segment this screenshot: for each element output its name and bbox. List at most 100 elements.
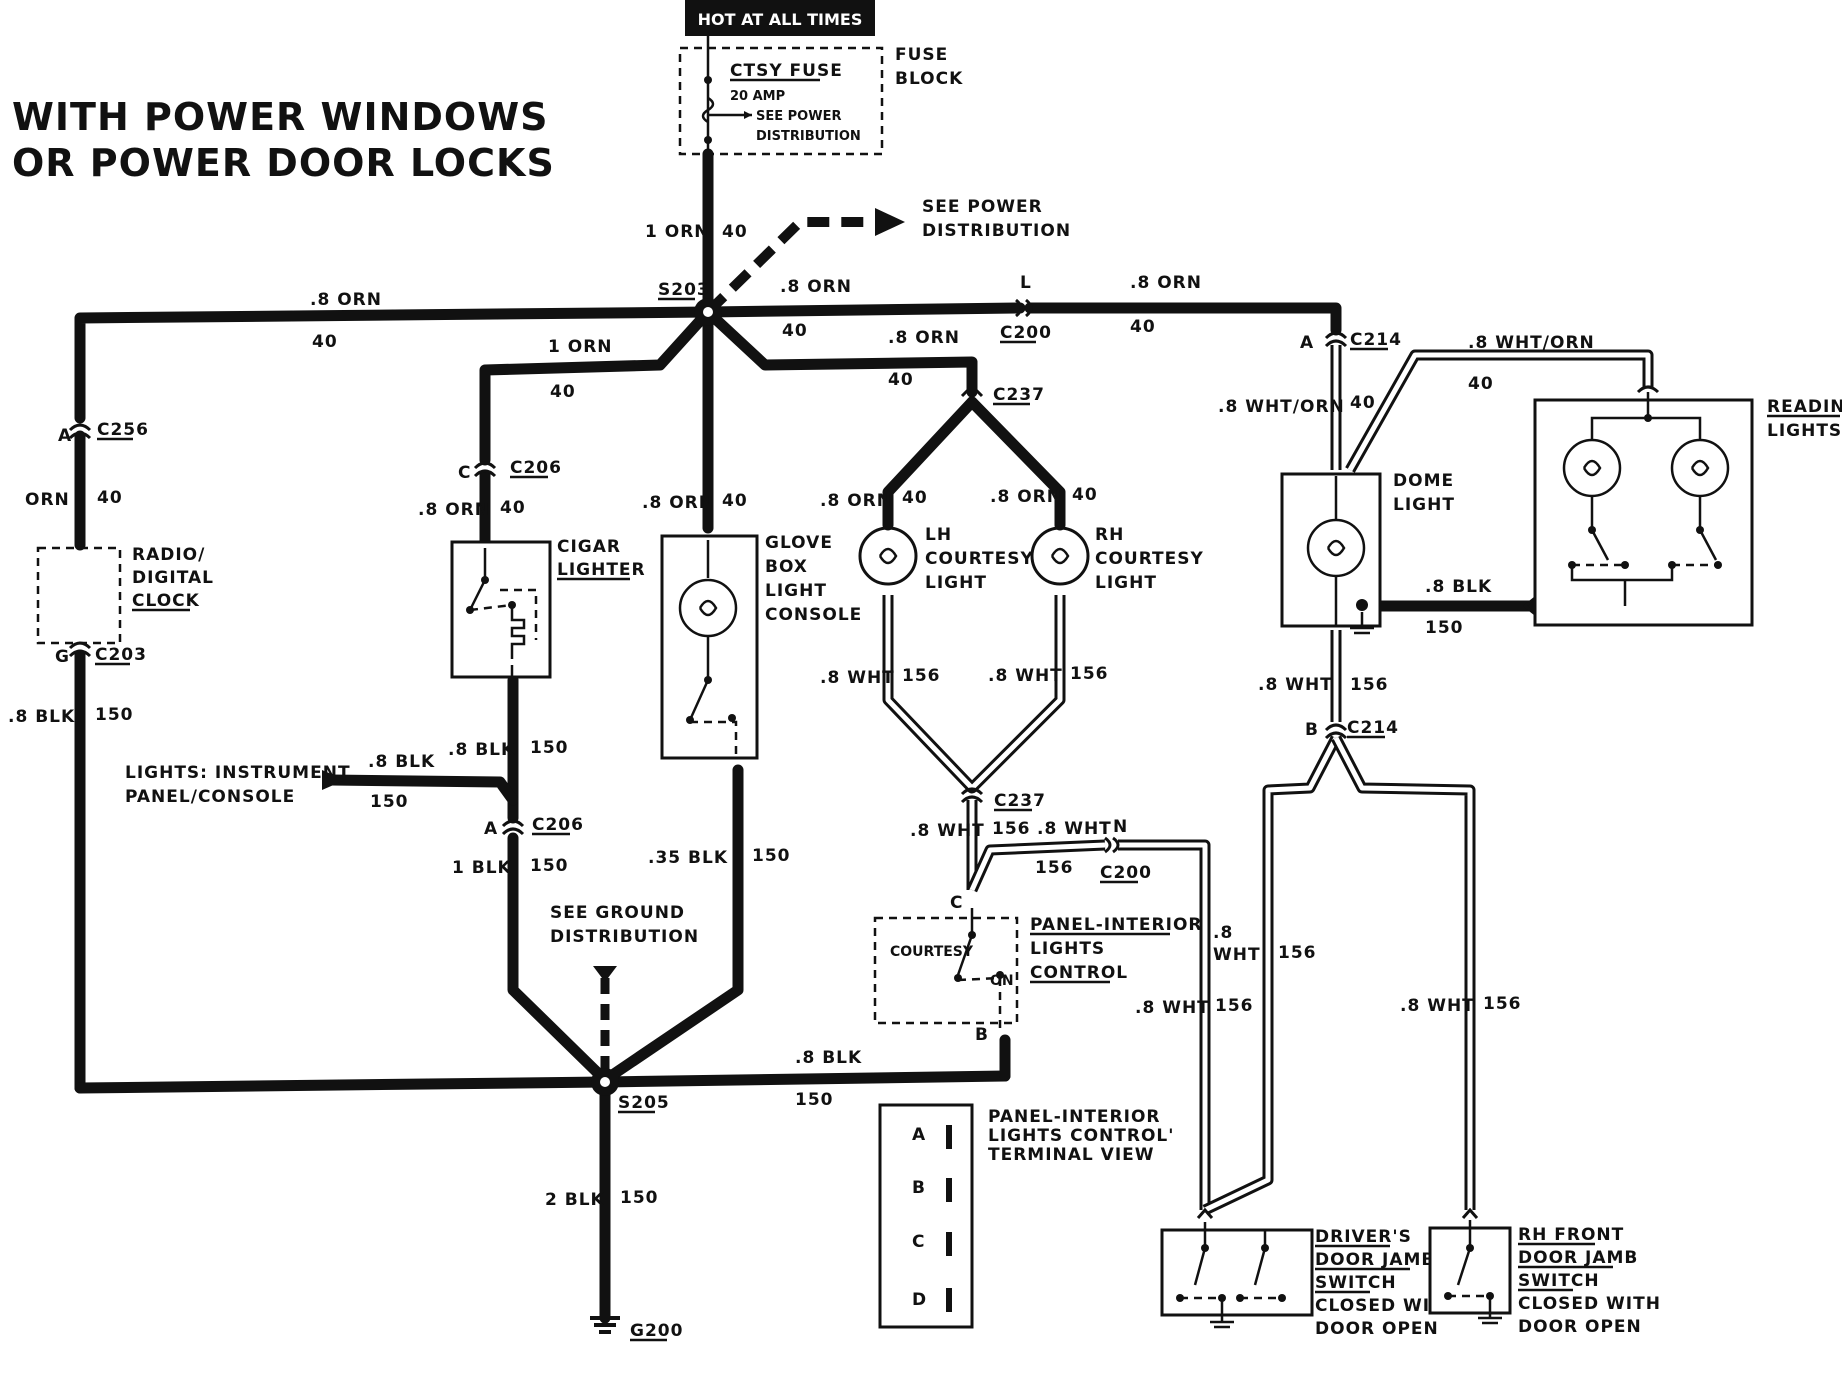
svg-text:.8 ORN: .8 ORN — [780, 277, 852, 297]
svg-text:C214: C214 — [1350, 330, 1402, 350]
svg-text:C206: C206 — [510, 458, 562, 478]
svg-text:SWITCH: SWITCH — [1518, 1271, 1600, 1291]
svg-text:1 ORN: 1 ORN — [645, 222, 710, 242]
svg-text:TERMINAL VIEW: TERMINAL VIEW — [988, 1145, 1155, 1165]
svg-text:D: D — [912, 1290, 927, 1310]
rh-front-door-jamb-switch: RH FRONT DOOR JAMB SWITCH CLOSED WITH DO… — [1428, 1220, 1661, 1337]
svg-text:156: 156 — [1278, 943, 1317, 963]
panel-interior-lights-control: COURTESY ON C B PANEL-INTERIOR LIGHTS CO… — [873, 893, 1202, 1045]
svg-text:LIGHTS: LIGHTS — [1030, 939, 1105, 959]
svg-text:150: 150 — [95, 705, 134, 725]
svg-text:40: 40 — [1350, 393, 1376, 413]
svg-text:ORN: ORN — [25, 490, 70, 510]
svg-text:DOOR OPEN: DOOR OPEN — [1518, 1317, 1642, 1337]
connectors — [68, 298, 1660, 1219]
svg-text:C200: C200 — [1100, 863, 1152, 883]
svg-text:HOT AT ALL TIMES: HOT AT ALL TIMES — [698, 10, 863, 29]
svg-text:40: 40 — [550, 382, 576, 402]
svg-text:.8 BLK: .8 BLK — [8, 707, 75, 727]
fuse-rating: 20 AMP — [730, 89, 785, 104]
svg-text:156: 156 — [1215, 996, 1254, 1016]
svg-text:CONTROL: CONTROL — [1030, 963, 1128, 983]
splice-s205: S205 — [591, 1068, 670, 1114]
svg-text:S205: S205 — [618, 1093, 670, 1113]
svg-text:156: 156 — [1070, 664, 1109, 684]
fuse-name: CTSY FUSE — [730, 61, 843, 81]
reading-lights: READING LIGHTS — [1533, 392, 1842, 627]
svg-text:150: 150 — [1425, 618, 1464, 638]
svg-text:.8 ORN: .8 ORN — [310, 290, 382, 310]
svg-text:156: 156 — [1483, 994, 1522, 1014]
svg-text:G200: G200 — [630, 1321, 683, 1341]
dome-light: DOME LIGHT — [1280, 471, 1454, 635]
rh-courtesy-light: RH COURTESY LIGHT — [1030, 525, 1203, 593]
svg-text:.8 WHT: .8 WHT — [1400, 996, 1475, 1016]
svg-text:LIGHTS: LIGHTS — [1767, 421, 1842, 441]
svg-text:COURTESY: COURTESY — [890, 944, 974, 960]
svg-text:.8 WHT: .8 WHT — [988, 666, 1063, 686]
svg-text:RADIO/: RADIO/ — [132, 545, 205, 565]
wires-solid — [74, 148, 1541, 1324]
svg-text:CLOSED WITH: CLOSED WITH — [1518, 1294, 1661, 1314]
instrument-label-1: LIGHTS: INSTRUMENT — [125, 763, 351, 783]
svg-text:.8 BLK: .8 BLK — [448, 740, 515, 760]
svg-text:40: 40 — [500, 498, 526, 518]
terminal-view: A B C D PANEL-INTERIOR LIGHTS CONTROL' T… — [878, 1103, 1174, 1329]
svg-text:156: 156 — [992, 819, 1031, 839]
svg-text:2 BLK: 2 BLK — [545, 1190, 605, 1210]
ground-g200 — [590, 1316, 620, 1334]
svg-text:LIGHTER: LIGHTER — [557, 560, 646, 580]
svg-text:C: C — [912, 1232, 925, 1252]
svg-text:PANEL-INTERIOR: PANEL-INTERIOR — [988, 1107, 1161, 1127]
svg-text:40: 40 — [722, 491, 748, 511]
svg-text:.8 WHT: .8 WHT — [1037, 819, 1112, 839]
svg-text:40: 40 — [722, 222, 748, 242]
svg-text:.8 WHT: .8 WHT — [910, 821, 985, 841]
svg-text:C237: C237 — [993, 385, 1045, 405]
svg-text:150: 150 — [370, 792, 409, 812]
svg-text:40: 40 — [782, 321, 808, 341]
svg-text:LIGHTS CONTROL': LIGHTS CONTROL' — [988, 1126, 1174, 1146]
svg-text:CIGAR: CIGAR — [557, 537, 621, 557]
svg-text:40: 40 — [1130, 317, 1156, 337]
svg-text:40: 40 — [97, 488, 123, 508]
svg-text:SWITCH: SWITCH — [1315, 1273, 1397, 1293]
splice-s203: S203 — [658, 280, 722, 326]
svg-text:156: 156 — [1350, 675, 1389, 695]
power-dist-1: SEE POWER — [922, 197, 1043, 217]
svg-text:1 BLK: 1 BLK — [452, 858, 512, 878]
svg-text:C: C — [950, 893, 963, 913]
fuse-block-label-1: FUSE — [895, 45, 948, 65]
fuse-block: CTSY FUSE 20 AMP SEE POWER DISTRIBUTION … — [678, 36, 962, 160]
svg-text:150: 150 — [530, 856, 569, 876]
svg-text:.8 WHT/ORN: .8 WHT/ORN — [1468, 333, 1595, 353]
svg-text:.8 WHT/ORN: .8 WHT/ORN — [1218, 397, 1345, 417]
svg-text:C: C — [458, 463, 471, 483]
svg-text:156: 156 — [1035, 858, 1074, 878]
instrument-label-2: PANEL/CONSOLE — [125, 787, 295, 807]
svg-text:.8 ORN: .8 ORN — [1130, 273, 1202, 293]
svg-text:CLOSED WITH: CLOSED WITH — [1315, 1296, 1458, 1316]
svg-text:LIGHT: LIGHT — [765, 581, 827, 601]
svg-text:.8 ORN: .8 ORN — [418, 500, 490, 520]
svg-text:CLOCK: CLOCK — [132, 591, 200, 611]
fuse-see-1: SEE POWER — [756, 109, 841, 124]
svg-text:DIGITAL: DIGITAL — [132, 568, 214, 588]
ground-dist-2: DISTRIBUTION — [550, 927, 699, 947]
title-line-1: WITH POWER WINDOWS — [12, 95, 549, 139]
svg-text:40: 40 — [312, 332, 338, 352]
svg-text:READING: READING — [1767, 397, 1842, 417]
svg-text:DOME: DOME — [1393, 471, 1454, 491]
svg-text:C237: C237 — [994, 791, 1046, 811]
svg-text:.8 WHT: .8 WHT — [1258, 675, 1333, 695]
svg-text:156: 156 — [902, 666, 941, 686]
svg-text:.8 BLK: .8 BLK — [795, 1048, 862, 1068]
wire-labels: 1 ORN 40 .8 ORN 40 .8 ORN 40 .8 ORN 40 1… — [8, 222, 1595, 1210]
svg-text:A: A — [484, 819, 498, 839]
radio-digital-clock: RADIO/ DIGITAL CLOCK — [36, 545, 214, 645]
svg-text:G: G — [55, 647, 70, 667]
svg-text:1 ORN: 1 ORN — [548, 337, 613, 357]
lh-courtesy-light: LH COURTESY LIGHT — [858, 525, 1033, 593]
svg-text:C206: C206 — [532, 815, 584, 835]
